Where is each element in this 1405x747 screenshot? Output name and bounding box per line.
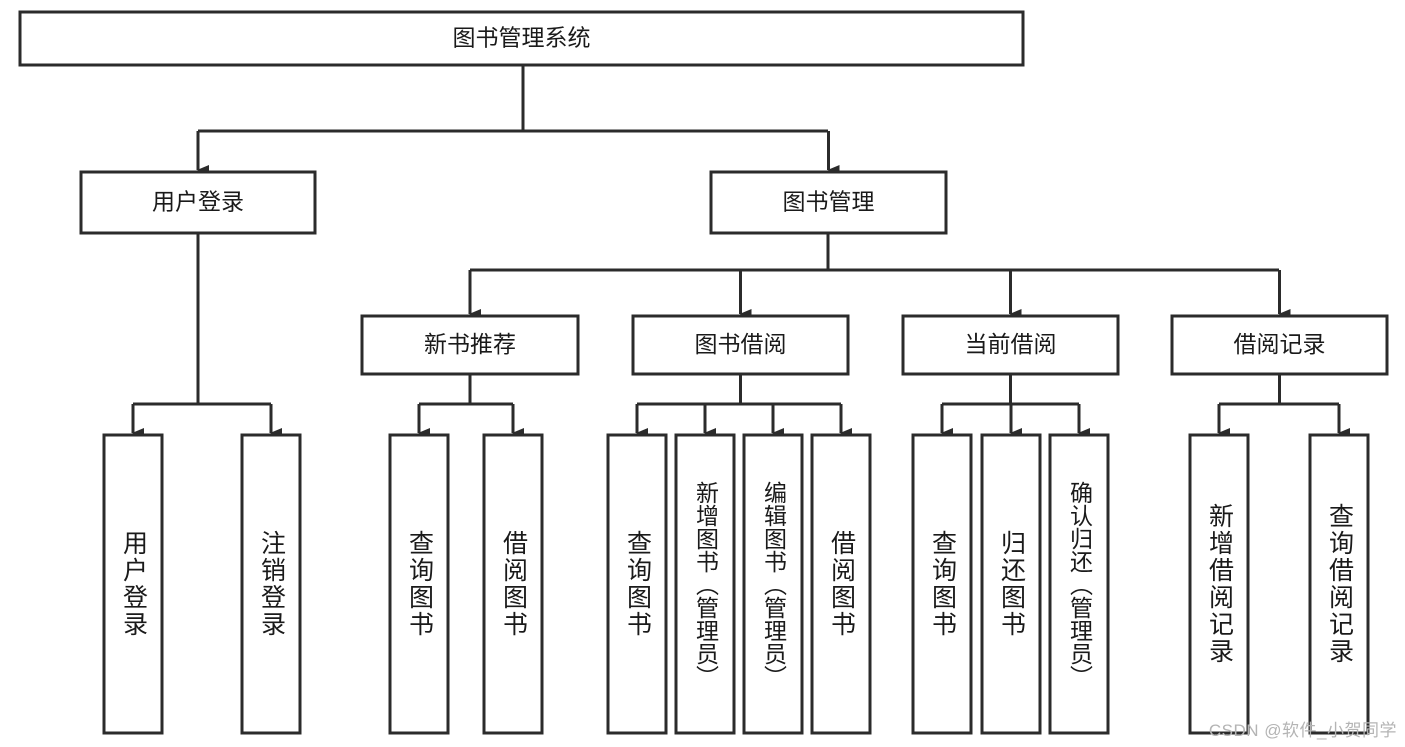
node-box-root[interactable]	[18, 10, 1025, 67]
node-label-current-borrow: 当前借阅	[965, 331, 1057, 357]
node-label-user-login: 用户登录	[152, 189, 244, 215]
node-box-borrow-record[interactable]	[1170, 314, 1389, 376]
node-box-leaf-confirm-return[interactable]	[1048, 433, 1110, 735]
node-box-leaf-query-book-borrow[interactable]	[606, 433, 668, 735]
node-box-user-login[interactable]	[79, 170, 317, 235]
connector-layer	[131, 65, 1350, 438]
node-box-new-book-recommend[interactable]	[360, 314, 580, 376]
node-box-leaf-edit-book[interactable]	[742, 433, 804, 735]
node-box-leaf-query-record[interactable]	[1308, 433, 1370, 735]
node-label-root: 图书管理系统	[453, 25, 591, 51]
node-box-leaf-borrow-book-new[interactable]	[482, 433, 544, 735]
node-box-leaf-query-book-new[interactable]	[388, 433, 450, 735]
node-box-leaf-return-book[interactable]	[980, 433, 1042, 735]
node-box-leaf-borrow-book[interactable]	[810, 433, 872, 735]
node-label-borrow-record: 借阅记录	[1234, 331, 1326, 357]
node-box-book-management[interactable]	[709, 170, 948, 235]
node-box-leaf-logout-login[interactable]	[240, 433, 302, 735]
node-box-leaf-add-book[interactable]	[674, 433, 736, 735]
node-label-book-management: 图书管理	[783, 189, 875, 215]
node-box-current-borrow[interactable]	[901, 314, 1120, 376]
node-box-layer	[18, 10, 1389, 735]
node-box-leaf-user-login[interactable]	[102, 433, 164, 735]
node-box-leaf-query-book-current[interactable]	[911, 433, 973, 735]
node-label-new-book-recommend: 新书推荐	[424, 331, 516, 357]
node-label-book-borrow: 图书借阅	[695, 331, 787, 357]
node-box-book-borrow[interactable]	[631, 314, 850, 376]
watermark-text: CSDN @软件_小贺同学	[1208, 721, 1397, 740]
node-box-leaf-add-record[interactable]	[1188, 433, 1250, 735]
